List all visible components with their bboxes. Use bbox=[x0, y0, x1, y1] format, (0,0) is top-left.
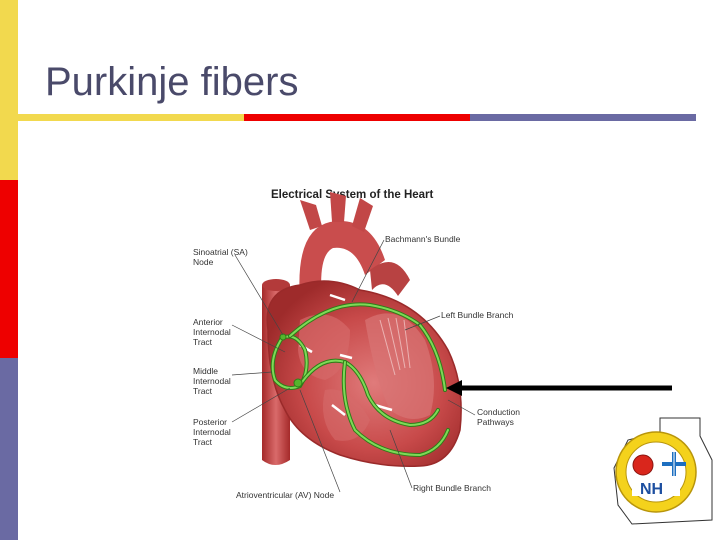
conduction-pathways bbox=[270, 302, 450, 458]
label-conduction-pathways: Conduction bbox=[477, 407, 520, 417]
label-bachmann-bundle: Bachmann's Bundle bbox=[385, 234, 461, 244]
left-arrow-icon bbox=[446, 380, 672, 396]
label-middle-tract-line3: Tract bbox=[193, 386, 213, 396]
accent-bar-red bbox=[0, 180, 18, 358]
logo-text: NH bbox=[640, 481, 663, 498]
title-rule-yellow bbox=[18, 114, 244, 121]
diagram-labels: Sinoatrial (SA) Node Bachmann's Bundle L… bbox=[193, 234, 520, 500]
slide-title: Purkinje fibers bbox=[45, 60, 299, 104]
label-sa-node-line2: Node bbox=[193, 257, 214, 267]
label-posterior-tract-line3: Tract bbox=[193, 437, 213, 447]
label-av-node: Atrioventricular (AV) Node bbox=[236, 490, 334, 500]
label-left-bundle-branch: Left Bundle Branch bbox=[441, 310, 514, 320]
title-rule-blue bbox=[470, 114, 696, 121]
accent-bar-blue bbox=[0, 358, 18, 540]
label-sa-node: Sinoatrial (SA) bbox=[193, 247, 248, 257]
label-middle-tract: Middle bbox=[193, 366, 218, 376]
title-rule-red bbox=[244, 114, 470, 121]
label-right-bundle-branch: Right Bundle Branch bbox=[413, 483, 491, 493]
label-anterior-tract-line3: Tract bbox=[193, 337, 213, 347]
accent-bar-yellow bbox=[0, 0, 18, 180]
label-posterior-tract: Posterior bbox=[193, 417, 227, 427]
nh-ems-seal-icon: NH bbox=[613, 417, 713, 525]
label-posterior-tract-line2: Internodal bbox=[193, 427, 231, 437]
label-middle-tract-line2: Internodal bbox=[193, 376, 231, 386]
label-anterior-tract: Anterior bbox=[193, 317, 223, 327]
label-conduction-pathways-line2: Pathways bbox=[477, 417, 514, 427]
figure-heading: Electrical System of the Heart bbox=[271, 189, 434, 201]
leader-lines bbox=[231, 239, 476, 493]
label-anterior-tract-line2: Internodal bbox=[193, 327, 231, 337]
heart-illustration bbox=[262, 192, 462, 467]
